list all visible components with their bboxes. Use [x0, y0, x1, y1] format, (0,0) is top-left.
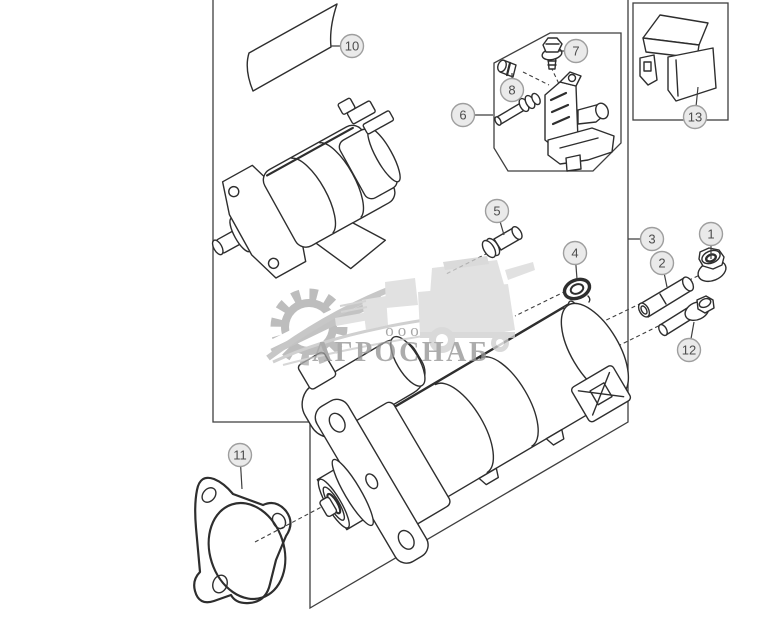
watermark: ооо АГРОСНАБ: [266, 256, 535, 368]
callout-2[interactable]: 2: [649, 250, 675, 288]
callout-number: 3: [648, 232, 655, 247]
plug-5: [481, 225, 523, 259]
callout-1[interactable]: 1: [698, 221, 724, 260]
callout-number: 2: [658, 256, 665, 271]
watermark-harvester-icon: [335, 256, 535, 353]
callout-number: 13: [688, 110, 702, 125]
main-starter-motor: [297, 300, 632, 564]
callout-7[interactable]: 7: [558, 38, 589, 64]
callout-circle[interactable]: [682, 104, 708, 130]
callout-circle[interactable]: [676, 337, 702, 363]
nut-1: [697, 247, 727, 283]
watermark-company: АГРОСНАБ: [312, 337, 490, 368]
bounding-box: [212, 0, 629, 610]
callout-4[interactable]: 4: [562, 240, 588, 280]
callout-number: 10: [345, 39, 359, 54]
heat-shield: [639, 14, 717, 102]
callout-number: 12: [682, 343, 696, 358]
callout-circle[interactable]: [563, 38, 589, 64]
callout-number: 4: [571, 246, 578, 261]
detail-box-13: [632, 2, 729, 121]
watermark-prefix: ооо: [385, 321, 423, 340]
callout-11[interactable]: 11: [227, 442, 253, 490]
callout-circle[interactable]: [339, 33, 365, 59]
callout-number: 1: [707, 227, 714, 242]
callout-circle[interactable]: [499, 77, 525, 103]
detail-box-6: [493, 32, 622, 172]
callout-3[interactable]: 3: [628, 226, 665, 252]
callout-12[interactable]: 12: [676, 321, 702, 363]
spacer-2: [637, 276, 695, 318]
bolt-12: [658, 295, 715, 337]
solenoid-assembly: [211, 97, 401, 279]
callout-10[interactable]: 10: [331, 33, 365, 59]
callout-number: 8: [508, 83, 515, 98]
callout-circle[interactable]: [639, 226, 665, 252]
callout-number: 11: [233, 448, 247, 463]
callout-circle[interactable]: [698, 221, 724, 247]
callout-number: 6: [459, 108, 466, 123]
label-plate: [246, 3, 338, 92]
callout-13[interactable]: 13: [682, 86, 708, 130]
bolt-7: [541, 37, 563, 70]
washer-4: [562, 277, 592, 303]
callout-circle[interactable]: [484, 198, 510, 224]
callout-8[interactable]: 8: [499, 73, 525, 103]
callout-number: 5: [493, 204, 500, 219]
callout-circle[interactable]: [649, 250, 675, 276]
callout-circle[interactable]: [450, 102, 476, 128]
gasket: [193, 476, 292, 605]
bracket-assembly: [494, 71, 615, 172]
plug-8: [497, 59, 517, 78]
callout-5[interactable]: 5: [484, 198, 510, 236]
callout-number: 7: [572, 44, 579, 59]
callout-circle[interactable]: [227, 442, 253, 468]
callout-circle[interactable]: [562, 240, 588, 266]
callout-6[interactable]: 6: [450, 102, 494, 128]
